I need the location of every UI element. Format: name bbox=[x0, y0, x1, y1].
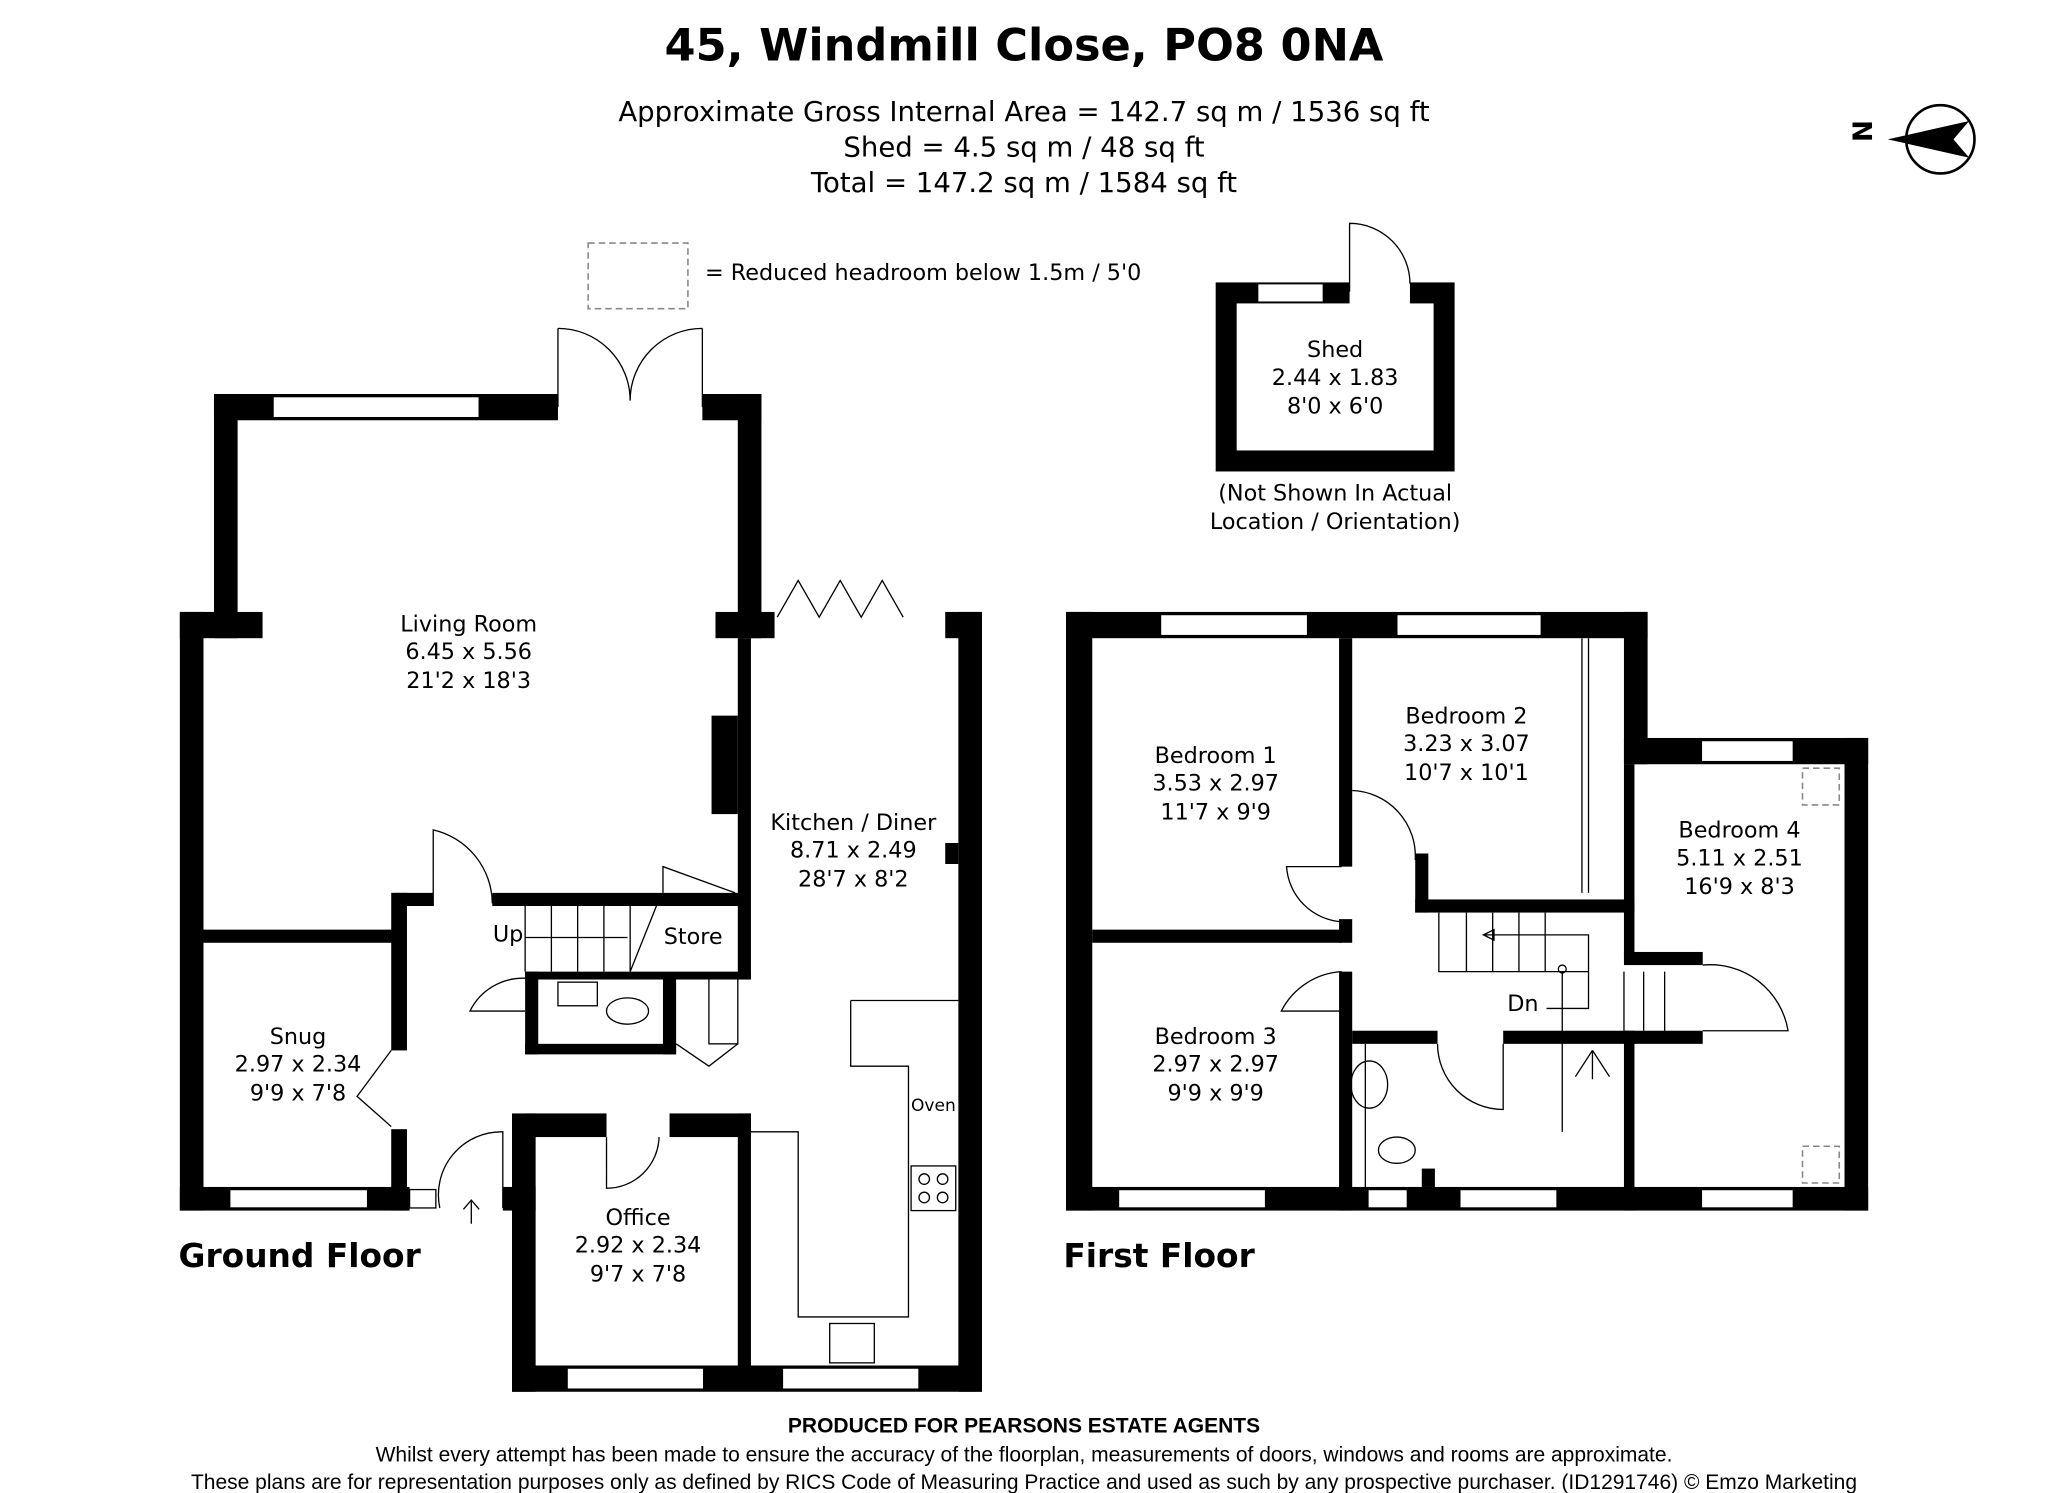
shed-note-1: (Not Shown In Actual bbox=[1218, 480, 1452, 506]
shed-name: Shed bbox=[1307, 337, 1363, 363]
svg-text:Snug: Snug bbox=[270, 1024, 327, 1050]
first-floor-plan: Dn bbox=[1066, 611, 1869, 1211]
svg-text:28'7 x 8'2: 28'7 x 8'2 bbox=[798, 866, 909, 892]
shed-imperial: 8'0 x 6'0 bbox=[1287, 394, 1383, 420]
room-bedroom-2: Bedroom 2 3.23 x 3.07 10'7 x 10'1 bbox=[1403, 704, 1530, 786]
svg-text:5.11 x 2.51: 5.11 x 2.51 bbox=[1676, 845, 1803, 871]
room-office: Office 2.92 x 2.34 9'7 x 7'8 bbox=[575, 1205, 702, 1287]
shed-plan: Shed 2.44 x 1.83 8'0 x 6'0 (Not Shown In… bbox=[1210, 222, 1461, 535]
svg-text:Office: Office bbox=[605, 1205, 670, 1231]
room-kitchen-diner: Kitchen / Diner 8.71 x 2.49 28'7 x 8'2 bbox=[770, 810, 937, 892]
svg-text:Bedroom 4: Bedroom 4 bbox=[1678, 818, 1800, 844]
produced-for: PRODUCED FOR PEARSONS ESTATE AGENTS bbox=[788, 1414, 1260, 1437]
svg-text:11'7 x 9'9: 11'7 x 9'9 bbox=[1160, 799, 1271, 825]
area-gross: Approximate Gross Internal Area = 142.7 … bbox=[618, 96, 1430, 128]
svg-text:2.97 x 2.97: 2.97 x 2.97 bbox=[1152, 1051, 1279, 1077]
area-total: Total = 147.2 sq m / 1584 sq ft bbox=[810, 167, 1237, 199]
room-bedroom-1: Bedroom 1 3.53 x 2.97 11'7 x 9'9 bbox=[1152, 743, 1279, 825]
ground-floor-label: Ground Floor bbox=[179, 1237, 422, 1275]
shed-metric: 2.44 x 1.83 bbox=[1272, 365, 1399, 391]
svg-text:8.71 x 2.49: 8.71 x 2.49 bbox=[790, 837, 917, 863]
svg-text:3.23 x 3.07: 3.23 x 3.07 bbox=[1403, 731, 1530, 757]
svg-text:9'9 x 7'8: 9'9 x 7'8 bbox=[250, 1080, 346, 1106]
svg-text:Bedroom 1: Bedroom 1 bbox=[1155, 743, 1277, 769]
room-living-room: Living Room 6.45 x 5.56 21'2 x 18'3 bbox=[400, 612, 537, 694]
up-label: Up bbox=[493, 921, 523, 947]
svg-text:3.53 x 2.97: 3.53 x 2.97 bbox=[1152, 770, 1279, 796]
svg-text:16'9 x 8'3: 16'9 x 8'3 bbox=[1684, 874, 1795, 900]
page-title: 45, Windmill Close, PO8 0NA bbox=[665, 20, 1384, 72]
svg-text:6.45 x 5.56: 6.45 x 5.56 bbox=[405, 639, 532, 665]
shed-note-2: Location / Orientation) bbox=[1210, 509, 1461, 535]
svg-text:2.97 x 2.34: 2.97 x 2.34 bbox=[235, 1051, 362, 1077]
svg-text:2.92 x 2.34: 2.92 x 2.34 bbox=[575, 1233, 702, 1259]
oven-label: Oven bbox=[911, 1096, 956, 1116]
svg-text:10'7 x 10'1: 10'7 x 10'1 bbox=[1404, 760, 1529, 786]
legend-text: = Reduced headroom below 1.5m / 5'0 bbox=[705, 260, 1141, 286]
store-label: Store bbox=[664, 924, 723, 950]
svg-text:Bedroom 2: Bedroom 2 bbox=[1405, 704, 1527, 730]
reduced-headroom-legend-icon bbox=[587, 242, 689, 310]
first-floor-label: First Floor bbox=[1063, 1237, 1255, 1275]
svg-text:9'9 x 9'9: 9'9 x 9'9 bbox=[1167, 1080, 1263, 1106]
down-label: Dn bbox=[1507, 991, 1538, 1017]
svg-text:Kitchen / Diner: Kitchen / Diner bbox=[770, 810, 937, 836]
area-shed: Shed = 4.5 sq m / 48 sq ft bbox=[843, 131, 1204, 163]
svg-text:9'7 x 7'8: 9'7 x 7'8 bbox=[590, 1261, 686, 1287]
room-snug: Snug 2.97 x 2.34 9'9 x 7'8 bbox=[235, 1024, 362, 1106]
disclaimer-line-2: These plans are for representation purpo… bbox=[191, 1471, 1857, 1493]
disclaimer-line-1: Whilst every attempt has been made to en… bbox=[376, 1443, 1673, 1466]
compass-north-label: N bbox=[1849, 120, 1879, 142]
svg-text:Bedroom 3: Bedroom 3 bbox=[1155, 1024, 1277, 1050]
svg-text:Living Room: Living Room bbox=[400, 612, 537, 638]
room-bedroom-4: Bedroom 4 5.11 x 2.51 16'9 x 8'3 bbox=[1676, 818, 1803, 900]
room-bedroom-3: Bedroom 3 2.97 x 2.97 9'9 x 9'9 bbox=[1152, 1024, 1279, 1106]
entrance-arrow-icon bbox=[462, 1199, 480, 1224]
compass-icon: N bbox=[1849, 103, 1976, 175]
ground-floor-plan: Oven Up Store bbox=[179, 327, 982, 1392]
svg-text:21'2 x 18'3: 21'2 x 18'3 bbox=[406, 668, 531, 694]
